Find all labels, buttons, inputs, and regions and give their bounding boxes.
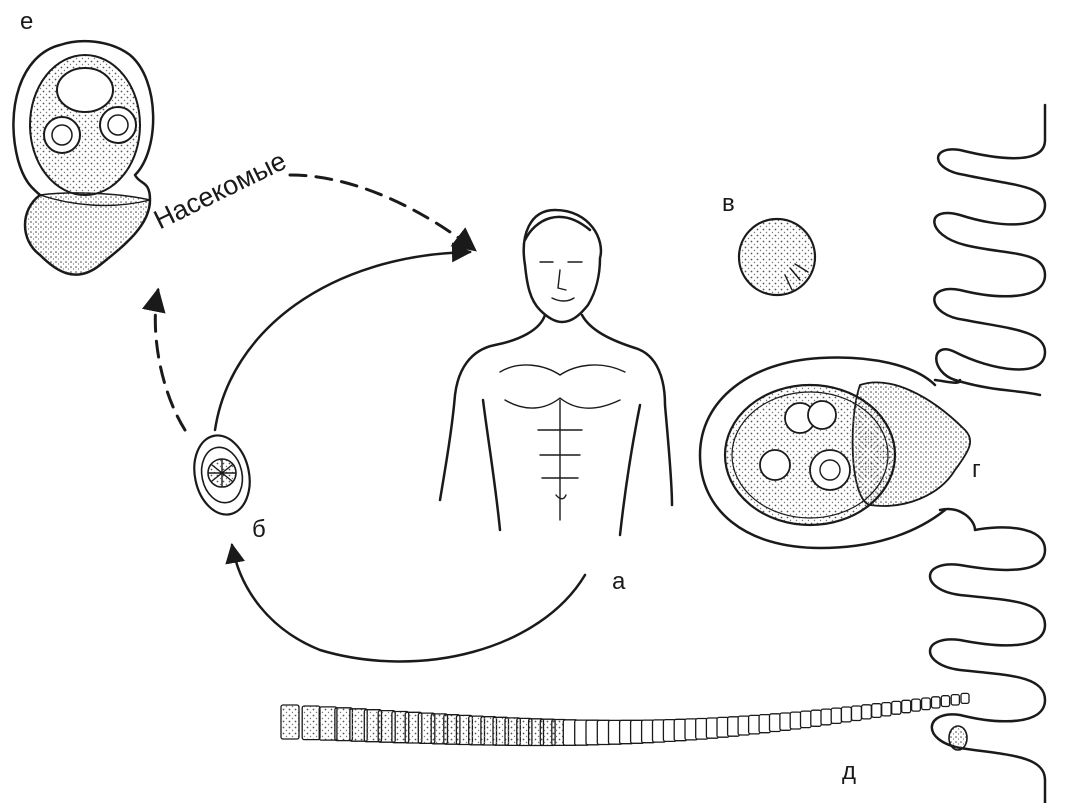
- direct-path-upper: [215, 252, 470, 430]
- proglottid-segment: [841, 707, 851, 722]
- label-v: в: [722, 192, 735, 216]
- direct-path-lower: [232, 545, 585, 661]
- proglottid-segment: [922, 698, 931, 710]
- proglottid-segment: [770, 714, 781, 732]
- egg-drawing: [187, 430, 256, 519]
- proglottid-segment: [821, 709, 831, 725]
- intestinal-villi: [934, 105, 1045, 395]
- proglottid-segment: [852, 706, 862, 721]
- label-b: б: [252, 518, 266, 542]
- proglottid-segment: [801, 711, 812, 728]
- label-g: г: [972, 458, 981, 482]
- proglottid-segment: [780, 713, 791, 730]
- proglottid-segment: [281, 705, 299, 739]
- proglottid-segment: [811, 710, 822, 726]
- proglottid-segment: [790, 712, 801, 729]
- label-a: а: [612, 570, 625, 594]
- intestinal-villi-lower: [930, 509, 1045, 803]
- proglottid-segment: [961, 693, 969, 703]
- label-e: е: [20, 10, 33, 34]
- proglottid-segment: [951, 695, 959, 705]
- proglottid-segment: [892, 701, 901, 714]
- scolex: [949, 726, 967, 750]
- cysticercoid-drawing: [13, 41, 153, 275]
- proglottid-segment: [862, 705, 872, 719]
- proglottid-segment: [831, 708, 841, 723]
- proglottid-segment: [302, 706, 320, 740]
- insect-path-lower: [155, 290, 185, 430]
- label-d: д: [842, 760, 856, 784]
- human-figure: [440, 210, 672, 535]
- oncosphere-drawing: [739, 219, 815, 295]
- adult-tapeworm: [281, 693, 969, 750]
- proglottid-segment: [912, 699, 921, 711]
- proglottid-segment: [882, 703, 891, 716]
- proglottid-segment: [319, 707, 337, 740]
- proglottid-segment: [902, 700, 911, 712]
- proglottid-segment: [941, 696, 949, 707]
- proglottid-segment: [932, 697, 941, 708]
- cysticercoid-in-villus: [700, 357, 970, 548]
- proglottid-segment: [759, 715, 770, 733]
- proglottid-segment: [872, 704, 882, 718]
- insect-path-upper: [290, 175, 475, 250]
